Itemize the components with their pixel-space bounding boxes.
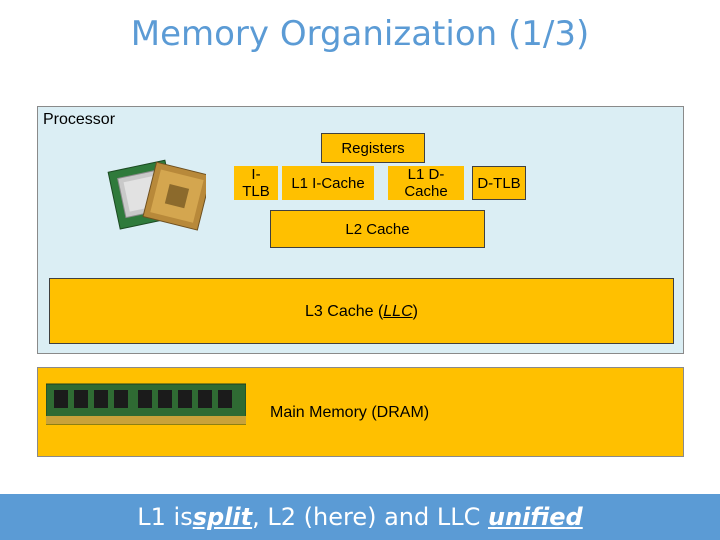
ram-module-icon <box>46 383 246 425</box>
itlb-box: I-TLB <box>234 166 278 200</box>
l1-icache-label: L1 I-Cache <box>291 174 365 192</box>
processor-label: Processor <box>43 111 116 128</box>
l2-cache-label: L2 Cache <box>345 220 410 238</box>
footer-split: split <box>192 503 253 531</box>
main-memory-label: Main Memory (DRAM) <box>270 404 430 421</box>
dtlb-box: D-TLB <box>472 166 526 200</box>
l2-cache-box: L2 Cache <box>270 210 485 248</box>
l3-cache-suffix: ) <box>412 302 418 320</box>
footer-unified: unified <box>487 503 583 531</box>
l3-cache-prefix: L3 Cache ( <box>305 302 384 320</box>
itlb-label: I-TLB <box>242 166 270 200</box>
processor-region: Processor Registers I-TLB L1 I-Cache L1 … <box>37 106 684 354</box>
l1-dcache-box: L1 D-Cache <box>388 166 464 200</box>
l3-cache-box: L3 Cache (LLC) <box>49 278 674 344</box>
registers-label: Registers <box>341 139 405 157</box>
l1-icache-box: L1 I-Cache <box>282 166 374 200</box>
footer-text-2: , L2 (here) and LLC <box>252 503 488 531</box>
l3-cache-abbr: LLC <box>383 302 413 320</box>
cpu-chip-icon <box>107 159 206 231</box>
footer-banner: L1 is split , L2 (here) and LLC unified <box>0 494 720 540</box>
l1-dcache-label: L1 D-Cache <box>404 166 448 200</box>
slide-title: Memory Organization (1/3) <box>130 14 590 54</box>
main-memory-box: Main Memory (DRAM) <box>37 367 684 457</box>
footer-text-1: L1 is <box>137 503 193 531</box>
dtlb-label: D-TLB <box>477 174 521 192</box>
registers-box: Registers <box>321 133 425 163</box>
